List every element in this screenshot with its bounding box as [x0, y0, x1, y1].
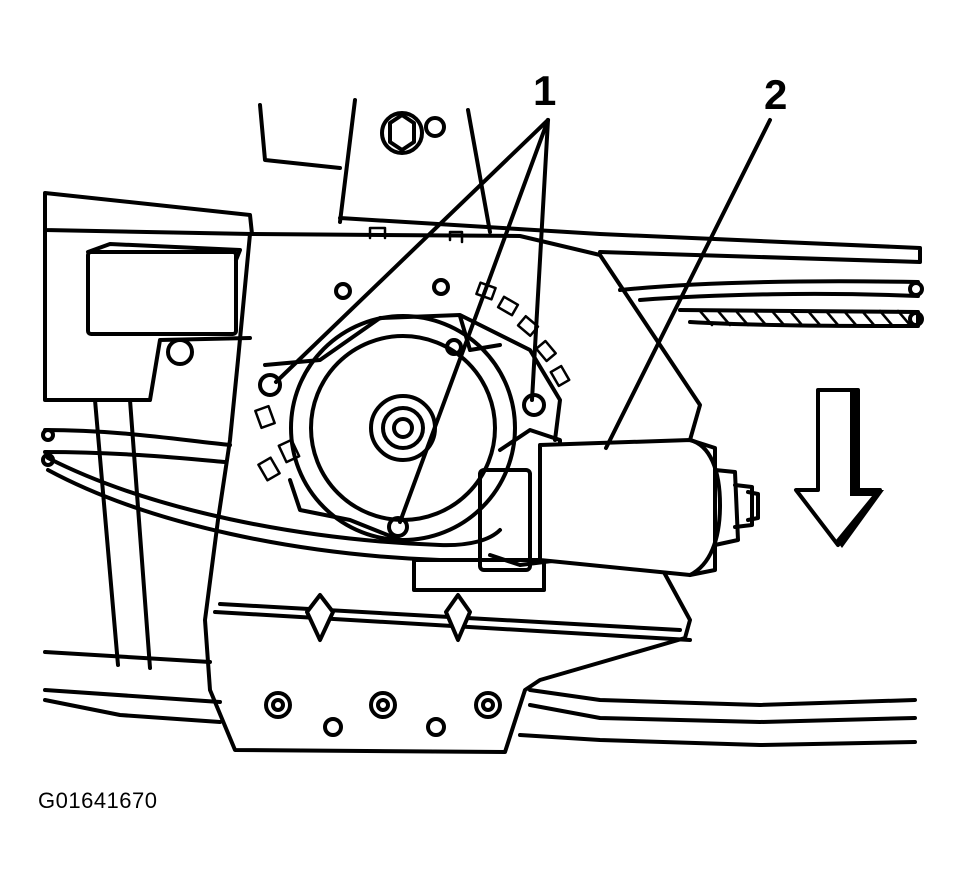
left-bracket [43, 228, 252, 670]
callout-label-2: 2 [764, 71, 788, 118]
motor-mounting-screws [258, 373, 546, 538]
door-panel-rails [43, 191, 922, 747]
figure-id-label: G01641670 [38, 788, 158, 813]
gearbox-outer-ring [289, 314, 517, 542]
top-mounting-plate [258, 98, 492, 234]
drive-hub-center [392, 417, 414, 439]
drive-hub-mid [381, 406, 425, 450]
gearbox-inner-ring [309, 334, 497, 522]
callout-2-leader-line [604, 118, 772, 450]
callout-label-1: 1 [533, 67, 557, 114]
window-regulator-motor [412, 428, 760, 592]
mounting-screw-bottom [387, 516, 409, 538]
down-arrow-icon [794, 388, 884, 548]
regulator-cables [41, 279, 924, 562]
bracket-hole [166, 338, 194, 366]
plate-diamond-tabs [305, 593, 472, 642]
callout-1-leader-lines [274, 118, 550, 524]
mounting-screw-left [258, 373, 282, 397]
mounting-bolt-top-washer [424, 116, 446, 138]
connector-block [86, 250, 238, 336]
lower-bracket-holes [264, 691, 502, 737]
